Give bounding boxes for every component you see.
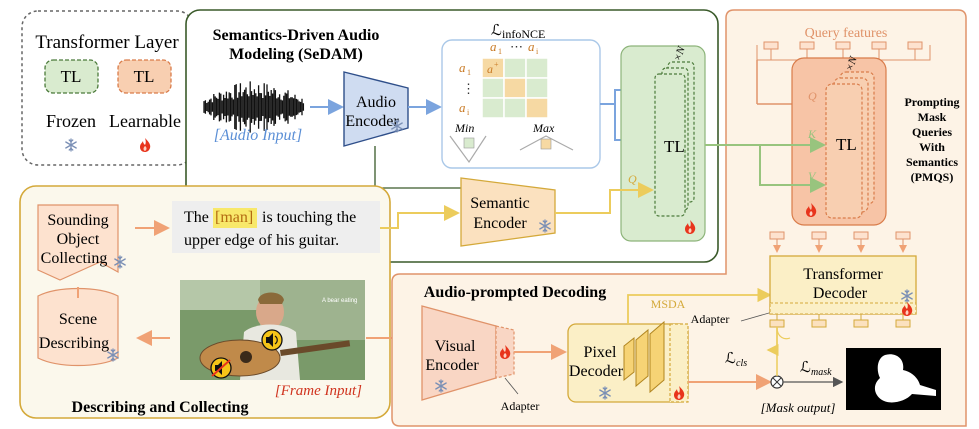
scene-line1: Scene	[59, 311, 97, 328]
svg-text:A bear eating: A bear eating	[322, 298, 357, 304]
matrix-row-a1: a	[459, 60, 466, 75]
pmqs-title-line3: Queries	[912, 125, 952, 139]
pmqs-title-line2: Mask	[918, 110, 947, 124]
matrix-row-ai-sub: i	[467, 108, 470, 117]
legend-panel: Transformer Layer TL TL Frozen Learnable	[21, 10, 194, 166]
sound-on-icon	[261, 329, 283, 351]
audio-encoder-line2: Encoder	[345, 113, 399, 130]
collect-title: Describing and Collecting	[72, 399, 249, 416]
sounding-line2: Object	[57, 231, 100, 248]
transformer-decoder-line2: Decoder	[813, 285, 868, 302]
matrix-col-ai-sub: i	[536, 47, 539, 56]
legend-frozen-tl-box	[44, 59, 99, 94]
semantic-encoder	[460, 177, 556, 247]
loss-cls-subscript: cls	[736, 358, 747, 369]
decoding-panel: Audio-prompted Decoding Visual Encoder A…	[421, 255, 941, 415]
caption-post: is touching the	[262, 209, 356, 226]
pixel-adapter	[669, 323, 689, 403]
collect-panel: Sounding Object Collecting The [man] is …	[19, 185, 460, 419]
legend-learnable-tl-label: TL	[134, 67, 155, 86]
loss-mask-symbol: ℒ	[800, 360, 811, 376]
semantic-encoder-line1: Semantic	[470, 195, 530, 212]
positive-label: a	[487, 62, 493, 76]
matrix-col-dots: ⋯	[510, 39, 523, 54]
caption-word: [man]	[215, 209, 253, 226]
sounding-line3: Collecting	[41, 250, 108, 267]
infonce-loss-symbol: ℒ	[491, 23, 502, 39]
pixel-decoder-line2: Decoder	[569, 363, 624, 380]
pmqs-tl-label: TL	[836, 135, 857, 154]
audio-input-label: [Audio Input]	[214, 127, 302, 144]
matrix-row-a1-sub: 1	[467, 68, 471, 77]
loss-mask-subscript: mask	[811, 367, 832, 378]
sedam-title-line2: Modeling (SeDAM)	[229, 46, 363, 63]
matrix-row-ai: a	[459, 100, 466, 115]
matrix-col-a1-sub: 1	[498, 47, 502, 56]
sedam-stack-label: ×N	[672, 44, 689, 63]
decoding-title: Audio-prompted Decoding	[424, 284, 606, 301]
sounding-line1: Sounding	[47, 212, 108, 229]
visual-encoder-line2: Encoder	[425, 357, 479, 374]
pmqs-k-label: K	[807, 127, 817, 141]
matrix-row-dots: ⋮	[462, 81, 475, 96]
pmqs-title-line4: With	[919, 140, 945, 154]
pmqs-tl-layer	[825, 83, 863, 219]
pixel-decoder-line1: Pixel	[584, 344, 617, 361]
adapter-bottom-label: Adapter	[501, 399, 540, 413]
adapter-mid-label: Adapter	[691, 312, 730, 326]
loss-cls-symbol: ℒ	[725, 351, 736, 367]
legend-frozen-label: Frozen	[46, 111, 96, 131]
caption-line2: upper edge of his guitar.	[184, 232, 339, 249]
audio-waveform	[203, 81, 305, 133]
visual-encoder-line1: Visual	[435, 338, 476, 355]
sedam-title-line1: Semantics-Driven Audio	[213, 27, 380, 44]
semantic-encoder-line2: Encoder	[473, 215, 527, 232]
caption-pre: The	[184, 209, 209, 226]
legend-learnable-tl-box	[117, 59, 172, 94]
pmqs-stack-label: ×N	[844, 54, 861, 73]
query-features-label: Query features	[805, 26, 888, 41]
pmqs-title-line6: (PMQS)	[911, 170, 954, 184]
sedam-q-label: Q	[628, 172, 637, 186]
pmqs-title-line5: Semantics	[906, 155, 958, 169]
matrix-col-a1: a	[490, 39, 497, 54]
legend-title: Transformer Layer	[35, 32, 179, 53]
mask-output-label: [Mask output]	[761, 400, 836, 415]
matrix-col-ai: a	[528, 39, 535, 54]
frame-input-label: [Frame Input]	[275, 383, 362, 399]
legend-frozen-tl-label: TL	[61, 67, 82, 86]
msda-label: MSDA	[651, 297, 686, 311]
pmqs-q-label: Q	[808, 89, 817, 103]
audio-encoder-line1: Audio	[356, 94, 396, 111]
min-label: Min	[454, 121, 474, 135]
scene-line2: Describing	[39, 335, 109, 352]
audio-encoder	[343, 71, 409, 147]
caption-box	[172, 201, 380, 253]
similarity-matrix	[481, 57, 549, 119]
sound-off-icon	[210, 357, 232, 379]
pmqs-title-line1: Prompting	[904, 95, 959, 109]
sedam-tl-label: TL	[664, 137, 685, 156]
legend-learnable-label: Learnable	[109, 111, 181, 131]
positive-sup: +	[494, 60, 499, 69]
sedam-tl-layer	[654, 73, 686, 217]
infonce-loss-subscript: infoNCE	[502, 27, 545, 41]
max-label: Max	[532, 121, 555, 135]
sounding-object-box	[37, 204, 119, 281]
transformer-decoder-line1: Transformer	[803, 266, 883, 283]
pmqs-v-label: V	[808, 169, 817, 183]
